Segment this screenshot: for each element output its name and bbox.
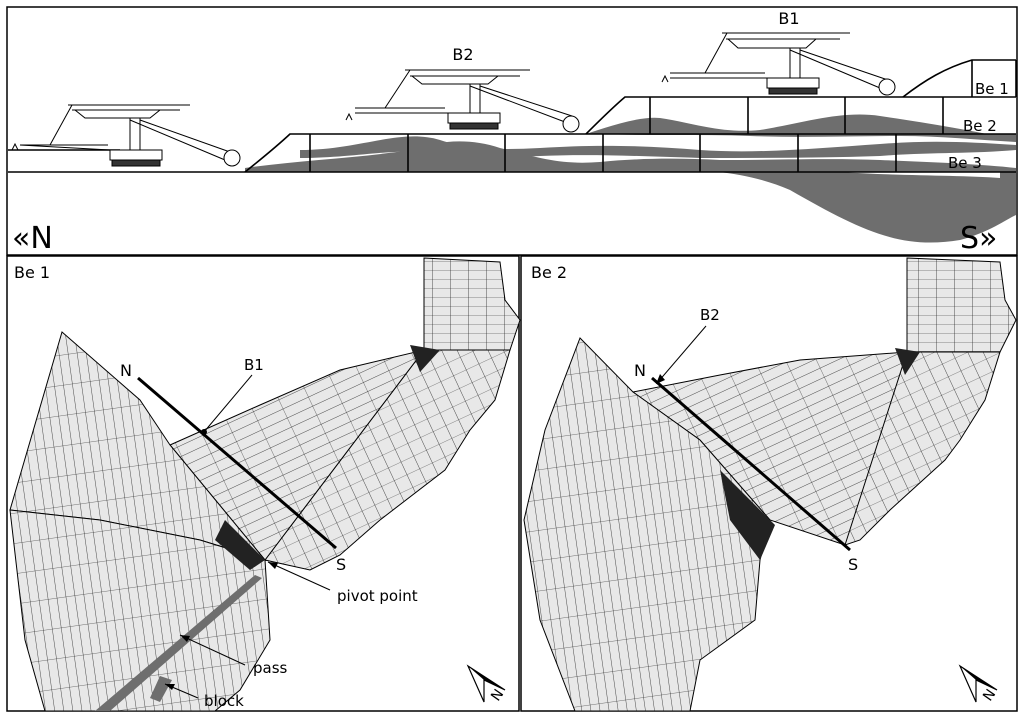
panel-title-be2: Be 2: [531, 263, 567, 282]
band-be3-b: [300, 136, 1016, 159]
deep-layer: [8, 169, 1016, 243]
block-label: block: [204, 692, 244, 710]
pivot-cluster-top: [410, 345, 440, 372]
pass-label: pass: [253, 659, 288, 677]
mesh-block-top-be2: [906, 257, 1017, 353]
b1-callout-line: [203, 374, 253, 433]
north-arrow-icon-be2: [958, 664, 998, 703]
bench-label-be2: Be 2: [963, 117, 997, 135]
excavator-b1: [661, 32, 896, 96]
band-be2-b: [600, 130, 1016, 142]
mesh-fan-upper: [264, 349, 511, 571]
pass-arrowhead: [180, 635, 190, 642]
pivot-callout-line: [267, 561, 331, 591]
bench-label-be3: Be 3: [948, 154, 982, 172]
pivot-arrowhead: [268, 562, 278, 569]
ns-line-end-be1: S: [336, 555, 346, 574]
ns-line-end-be2: S: [848, 555, 858, 574]
block-arrowhead: [165, 684, 175, 690]
bench-label-be1: Be 1: [975, 80, 1009, 98]
panel-be1: N S B1 pivot point pass block N Be 1: [6, 255, 521, 712]
b1-marker: [201, 429, 207, 435]
excavator-b2: [345, 69, 580, 133]
ns-line-be1: [137, 376, 337, 550]
excavator-label-b2-plan: B2: [700, 306, 720, 324]
geology-layers: [8, 114, 1016, 243]
b2-arrowhead: [656, 374, 665, 384]
pivot-cluster-top-be2: [895, 348, 920, 375]
panel-be2: N S B2 N Be 2: [520, 255, 1018, 712]
profile-panel: B1 B2 Be 1 Be 2 Be 3 «N S»: [6, 6, 1018, 256]
pivot-point-label: pivot point: [337, 587, 418, 605]
pass-callout-line: [179, 634, 246, 666]
pass-strip: [95, 575, 262, 711]
excavator-label-b1-plan: B1: [244, 356, 264, 374]
direction-north-label: «N: [12, 221, 53, 256]
panel-title-be1: Be 1: [14, 263, 50, 282]
pivot-cluster-be2: [720, 470, 775, 560]
block-strip: [150, 676, 172, 702]
ns-line-start-be1: N: [120, 361, 132, 380]
north-arrow-icon-be1: [466, 664, 506, 703]
excavator-label-b2: B2: [452, 45, 473, 64]
pivot-cluster: [215, 520, 265, 570]
direction-south-label: S»: [960, 221, 997, 256]
excavator-label-b1: B1: [778, 9, 799, 28]
mesh-fan-bottom: [9, 509, 271, 712]
excavator-left: [11, 104, 241, 167]
mesh-fan-left-be2: [523, 337, 771, 712]
b2-callout-line: [657, 325, 707, 383]
ns-line-be2: [651, 376, 851, 552]
ns-line-start-be2: N: [634, 361, 646, 380]
